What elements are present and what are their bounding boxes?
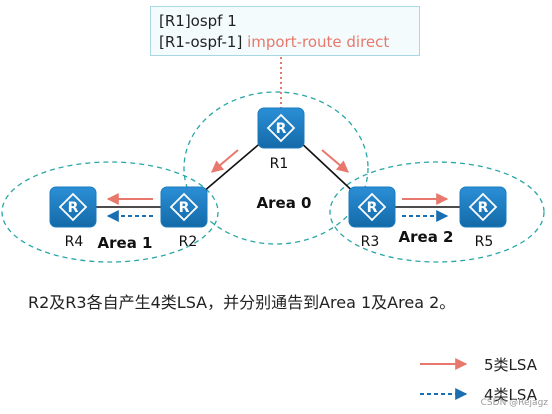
router-icon — [257, 107, 305, 149]
router-r-glyph: R — [179, 200, 190, 216]
area2-label: Area 2 — [399, 228, 454, 246]
legend-lsa4-label: 4类LSA — [484, 386, 537, 404]
area0-boundary — [183, 91, 369, 245]
area0-label: Area 0 — [257, 194, 312, 212]
router-r2: R R2 — [160, 186, 208, 250]
config-line-2-highlight: import-route direct — [247, 33, 390, 51]
link-r1-r3 — [297, 139, 361, 199]
router-label-r1: R1 — [270, 156, 289, 172]
router-diamond-icon — [169, 192, 199, 222]
area2-boundary — [329, 161, 545, 263]
router-diamond-icon — [468, 192, 498, 222]
lsa5-arrow-r1-r3 — [321, 149, 349, 173]
area1-label: Area 1 — [98, 234, 153, 252]
watermark: CSDN @Rejagz — [480, 398, 548, 408]
config-line-2-prefix: [R1-ospf-1] — [159, 33, 248, 51]
router-r5: R R5 — [459, 186, 507, 250]
router-icon — [49, 186, 97, 228]
router-label-r4: R4 — [65, 234, 84, 250]
router-r3: R R3 — [348, 186, 396, 250]
config-line-1-text: [R1]ospf 1 — [159, 12, 237, 30]
lsa5-arrow-r1-r2 — [211, 149, 239, 173]
router-label-r2: R2 — [179, 234, 198, 250]
router-icon — [459, 186, 507, 228]
router-icon — [160, 186, 208, 228]
link-r1-r2 — [195, 139, 265, 199]
router-r1: R R1 — [257, 107, 305, 172]
router-diamond-icon — [266, 113, 296, 143]
config-box: [R1]ospf 1 [R1-ospf-1] import-route dire… — [150, 6, 420, 56]
config-line-1: [R1]ospf 1 — [159, 11, 411, 32]
router-r-glyph: R — [478, 200, 489, 216]
router-r4: R R4 — [49, 186, 97, 250]
legend-lsa5-label: 5类LSA — [484, 356, 537, 374]
config-line-2: [R1-ospf-1] import-route direct — [159, 32, 411, 53]
router-label-r3: R3 — [361, 234, 380, 250]
router-diamond-icon — [357, 192, 387, 222]
router-diamond-icon — [58, 192, 88, 222]
router-r-glyph: R — [367, 200, 378, 216]
router-label-r5: R5 — [475, 234, 494, 250]
caption-text: R2及R3各自产生4类LSA，并分别通告到Area 1及Area 2。 — [28, 293, 456, 312]
area1-boundary — [1, 161, 219, 263]
router-icon — [348, 186, 396, 228]
router-r-glyph: R — [276, 121, 287, 137]
router-r-glyph: R — [68, 200, 79, 216]
